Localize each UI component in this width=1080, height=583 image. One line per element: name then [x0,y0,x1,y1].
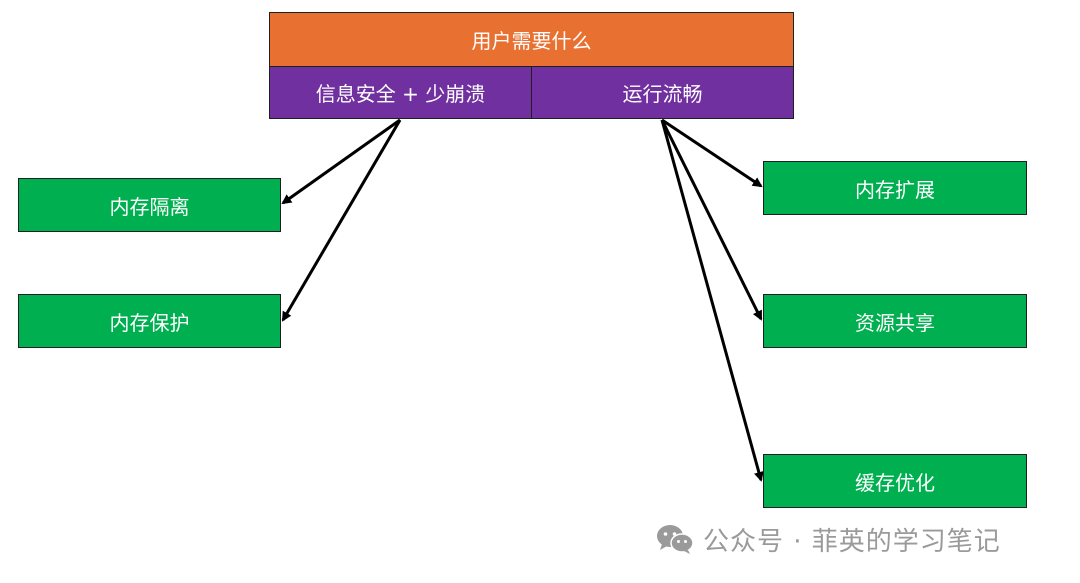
arrow-to-memory-expansion [661,118,763,188]
watermark-text: 公众号 · 菲英的学习笔记 [703,526,1001,557]
smooth-running-box: 运行流畅 [531,66,794,119]
user-needs-box: 用户需要什么 [269,12,794,67]
memory-protection-box: 内存保护 [18,294,281,348]
arrow-to-resource-sharing [660,119,763,321]
cache-optimization-box: 缓存优化 [763,454,1027,508]
resource-sharing-box: 资源共享 [763,294,1027,348]
watermark: 公众号 · 菲英的学习笔记 [655,519,1001,559]
arrow-to-memory-protection [281,119,402,322]
arrow-to-memory-isolation [281,118,401,205]
memory-isolation-box: 内存隔离 [18,178,281,232]
arrow-to-cache-optimization [660,119,764,482]
memory-expansion-box: 内存扩展 [763,161,1027,215]
security-stability-box: 信息安全 + 少崩溃 [269,66,532,119]
wechat-icon [657,525,694,554]
